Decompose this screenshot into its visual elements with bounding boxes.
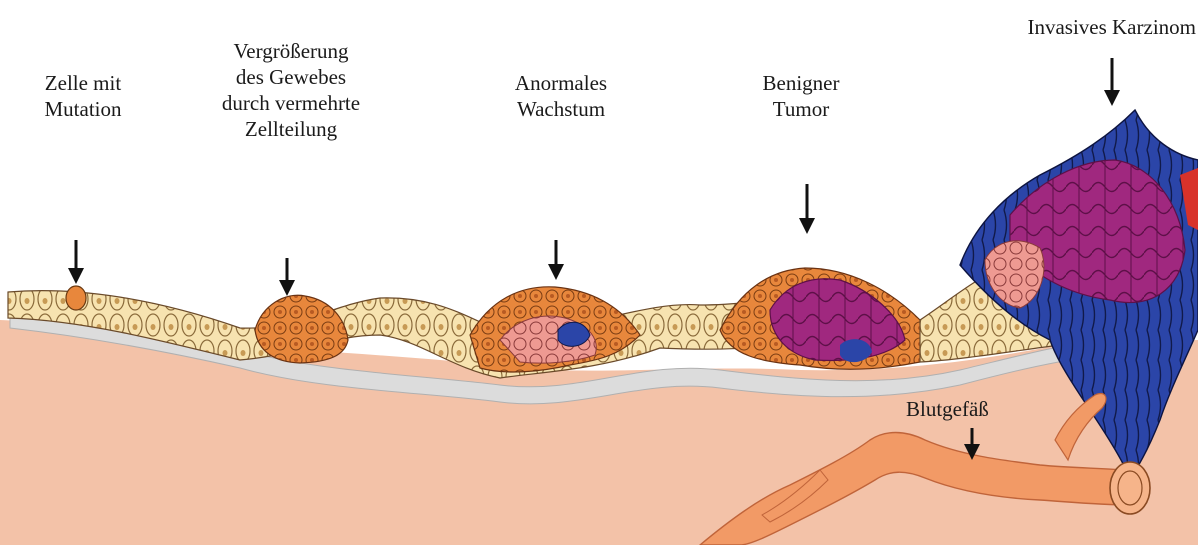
label-invasives-karzinom: Invasives Karzinom	[968, 14, 1196, 40]
label-line: Tumor	[736, 96, 866, 122]
label-line: Blutgefäß	[906, 396, 1036, 422]
label-line: Anormales	[486, 70, 636, 96]
mutated-cell	[66, 286, 86, 310]
label-line: Benigner	[736, 70, 866, 96]
label-line: Wachstum	[486, 96, 636, 122]
hyperplasia-mound	[255, 295, 348, 363]
label-line: Zellteilung	[186, 116, 396, 142]
blood-vessel-cross-section	[1110, 462, 1150, 514]
label-zelle-mit-mutation: Zelle mit Mutation	[18, 70, 148, 122]
label-line: des Gewebes	[186, 64, 396, 90]
arrow-vergroesserung	[279, 258, 295, 296]
arrow-karzinom	[1104, 58, 1120, 106]
label-line: Mutation	[18, 96, 148, 122]
label-benigner-tumor: Benigner Tumor	[736, 70, 866, 122]
label-line: Vergrößerung	[186, 38, 396, 64]
label-line: Zelle mit	[18, 70, 148, 96]
arrow-mutation	[68, 240, 84, 284]
label-vergroesserung: Vergrößerung des Gewebes durch vermehrte…	[186, 38, 396, 142]
arrow-anormales	[548, 240, 564, 280]
label-line: durch vermehrte	[186, 90, 396, 116]
label-blutgefaess: Blutgefäß	[906, 396, 1036, 422]
label-anormales-wachstum: Anormales Wachstum	[486, 70, 636, 122]
label-line: Invasives Karzinom	[968, 14, 1196, 40]
arrow-benigner	[799, 184, 815, 234]
benign-tumor-core	[770, 279, 905, 361]
